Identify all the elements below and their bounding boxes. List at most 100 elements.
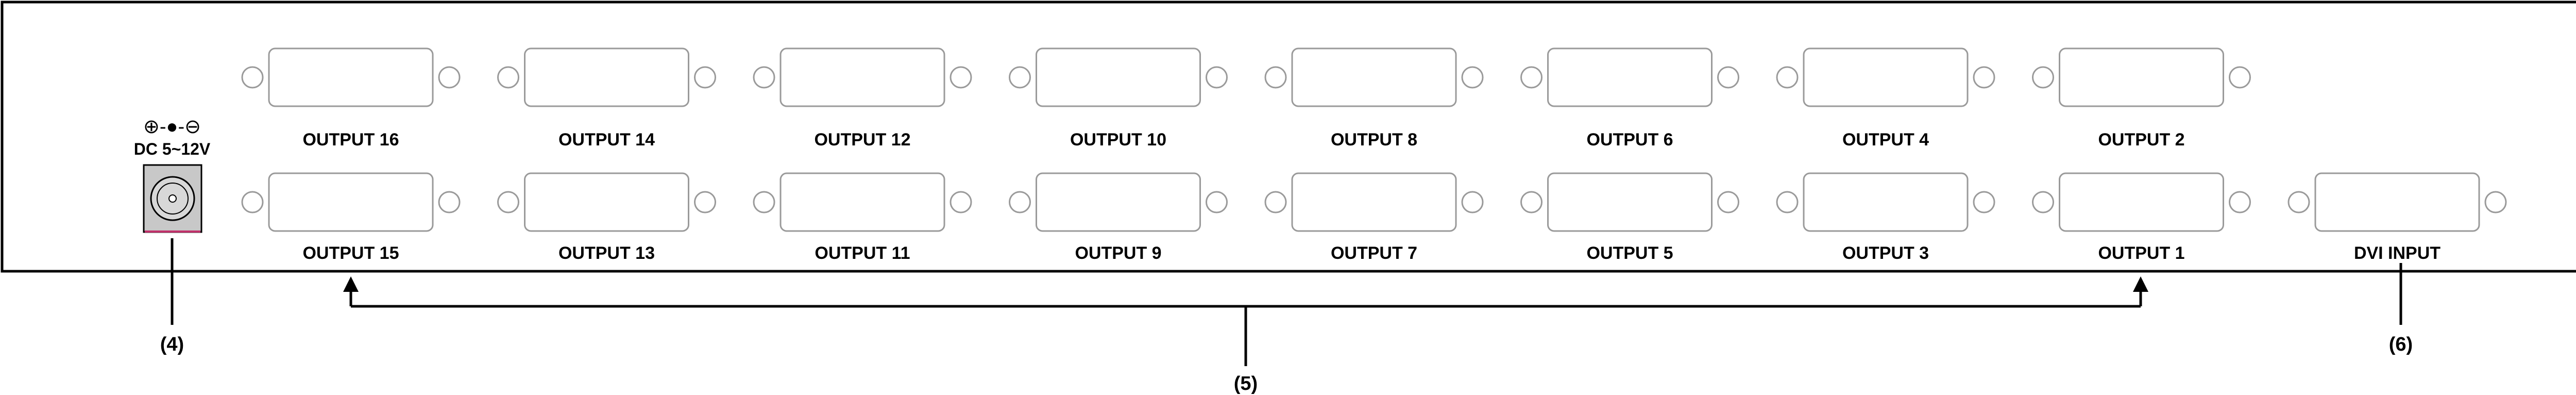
power-polarity-symbol: ⊕-●-⊖ <box>143 116 201 138</box>
mounting-screw-right <box>1717 191 1739 213</box>
port-label: DVI INPUT <box>2354 243 2441 263</box>
dvi-port-output-13: OUTPUT 13 <box>497 172 716 263</box>
mounting-screw-right <box>2229 66 2251 89</box>
mounting-screw-right <box>1206 191 1228 213</box>
power-section: ⊕-●-⊖ DC 5~12V <box>134 116 211 233</box>
dvi-connector <box>268 47 434 107</box>
dvi-connector <box>2314 172 2480 232</box>
mounting-screw-left <box>1776 191 1799 213</box>
mounting-screw-left <box>1009 191 1031 213</box>
mounting-screw-left <box>241 66 264 89</box>
dvi-port-output-15: OUTPUT 15 <box>241 172 461 263</box>
dc-power-jack <box>143 164 202 233</box>
dvi-port-output-16: OUTPUT 16 <box>241 47 461 150</box>
mounting-screw-left <box>2032 66 2054 89</box>
arrow-up-icon <box>2133 276 2148 292</box>
dvi-port-output-1: OUTPUT 1 <box>2032 172 2251 263</box>
callout-outputs: (5) <box>343 276 2148 394</box>
mounting-screw-right <box>1973 191 1995 213</box>
port-label: OUTPUT 14 <box>558 130 655 150</box>
dvi-connector <box>2059 172 2224 232</box>
dvi-port-output-5: OUTPUT 5 <box>1520 172 1739 263</box>
port-label: OUTPUT 5 <box>1586 243 1673 263</box>
mounting-screw-right <box>438 191 461 213</box>
mounting-screw-left <box>1520 191 1543 213</box>
dvi-connector <box>1547 47 1713 107</box>
dvi-connector <box>1036 172 1201 232</box>
callout-power: (4) <box>160 238 184 355</box>
port-label: OUTPUT 12 <box>814 130 910 150</box>
mounting-screw-right <box>950 191 972 213</box>
port-label: OUTPUT 13 <box>558 243 655 263</box>
callout-input: (6) <box>2389 263 2413 355</box>
mounting-screw-right <box>2484 191 2507 213</box>
mounting-screw-left <box>1264 66 1287 89</box>
mounting-screw-right <box>950 66 972 89</box>
dvi-connector <box>524 172 689 232</box>
mounting-screw-right <box>694 66 716 89</box>
power-voltage-label: DC 5~12V <box>134 140 211 158</box>
dvi-connector <box>1291 172 1457 232</box>
callout-input-label: (6) <box>2389 334 2413 355</box>
mounting-screw-left <box>1520 66 1543 89</box>
dvi-connector <box>524 47 689 107</box>
port-label: OUTPUT 8 <box>1331 130 1417 150</box>
mounting-screw-left <box>1264 191 1287 213</box>
dvi-port-output-7: OUTPUT 7 <box>1264 172 1484 263</box>
dvi-port-output-8: OUTPUT 8 <box>1264 47 1484 150</box>
port-label: OUTPUT 3 <box>1842 243 1929 263</box>
mounting-screw-left <box>497 66 519 89</box>
mounting-screw-left <box>753 66 775 89</box>
port-label: OUTPUT 4 <box>1842 130 1929 150</box>
mounting-screw-left <box>1009 66 1031 89</box>
dvi-port-output-14: OUTPUT 14 <box>497 47 716 150</box>
dvi-connector <box>779 172 945 232</box>
dvi-connector <box>1803 172 1969 232</box>
mounting-screw-left <box>2032 191 2054 213</box>
port-label: OUTPUT 6 <box>1586 130 1673 150</box>
dvi-port-output-3: OUTPUT 3 <box>1776 172 1995 263</box>
callout-outputs-label: (5) <box>1234 373 1258 394</box>
dvi-connector <box>779 47 945 107</box>
port-label: OUTPUT 7 <box>1331 243 1417 263</box>
dvi-port-output-4: OUTPUT 4 <box>1776 47 1995 150</box>
arrow-up-icon <box>343 276 359 292</box>
port-label: OUTPUT 1 <box>2098 243 2184 263</box>
mounting-screw-left <box>497 191 519 213</box>
ports-bottom-row: OUTPUT 15 OUTPUT 13 OUTPUT 11 OUTPUT 9 OUTPU… <box>241 172 2507 263</box>
port-label: OUTPUT 2 <box>2098 130 2184 150</box>
mounting-screw-right <box>694 191 716 213</box>
dvi-connector <box>1547 172 1713 232</box>
port-label: OUTPUT 11 <box>815 243 910 263</box>
mounting-screw-right <box>1717 66 1739 89</box>
mounting-screw-right <box>1461 66 1484 89</box>
dvi-connector <box>2059 47 2224 107</box>
mounting-screw-right <box>1461 191 1484 213</box>
port-label: OUTPUT 9 <box>1075 243 1161 263</box>
dvi-port-output-10: OUTPUT 10 <box>1009 47 1228 150</box>
dvi-connector <box>1036 47 1201 107</box>
mounting-screw-left <box>2287 191 2310 213</box>
dvi-port-dvi-input: DVI INPUT <box>2287 172 2507 263</box>
dvi-connector <box>1803 47 1969 107</box>
dvi-port-output-11: OUTPUT 11 <box>753 172 972 263</box>
mounting-screw-right <box>1206 66 1228 89</box>
dvi-port-output-9: OUTPUT 9 <box>1009 172 1228 263</box>
mounting-screw-left <box>1776 66 1799 89</box>
dvi-connector <box>268 172 434 232</box>
output-ports-top-row: OUTPUT 16 OUTPUT 14 OUTPUT 12 OUTPUT 10 OUTP… <box>241 47 2251 150</box>
callout-power-label: (4) <box>160 334 184 355</box>
port-label: OUTPUT 16 <box>302 130 399 150</box>
port-label: OUTPUT 10 <box>1070 130 1166 150</box>
dvi-port-output-2: OUTPUT 2 <box>2032 47 2251 150</box>
dvi-port-output-6: OUTPUT 6 <box>1520 47 1739 150</box>
mounting-screw-right <box>438 66 461 89</box>
mounting-screw-right <box>1973 66 1995 89</box>
mounting-screw-right <box>2229 191 2251 213</box>
mounting-screw-left <box>241 191 264 213</box>
port-label: OUTPUT 15 <box>302 243 399 263</box>
mounting-screw-left <box>753 191 775 213</box>
dvi-connector <box>1291 47 1457 107</box>
dvi-port-output-12: OUTPUT 12 <box>753 47 972 150</box>
